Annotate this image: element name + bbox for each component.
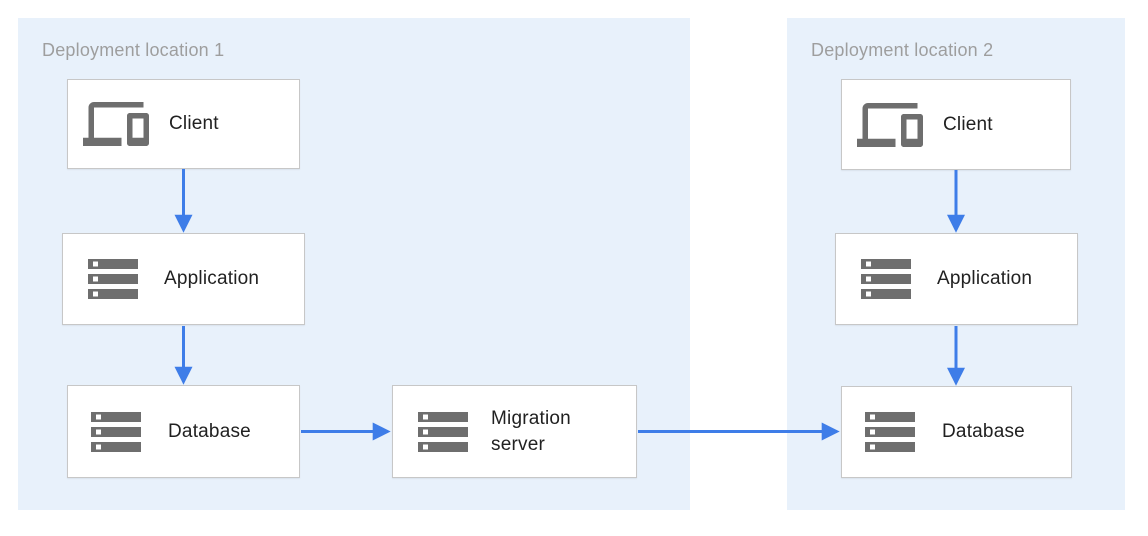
node-label: Migration server [491, 407, 571, 455]
node-migration-server: Migration server [392, 385, 637, 478]
server-stack-icon [856, 249, 916, 309]
server-stack-icon [86, 402, 146, 462]
node-client-loc2: Client [841, 79, 1071, 170]
node-label: Database [168, 420, 251, 442]
node-label: Database [942, 421, 1025, 442]
node-database-loc1: Database [67, 385, 300, 478]
node-application-loc1: Application [62, 233, 305, 325]
node-client-loc1: Client [67, 79, 300, 169]
server-stack-icon [413, 402, 473, 462]
server-stack-icon [860, 402, 920, 462]
panel-title: Deployment location 1 [42, 40, 225, 60]
node-label: Client [169, 113, 219, 134]
server-stack-icon [83, 249, 143, 309]
node-label: Application [937, 268, 1033, 289]
devices-icon [857, 92, 923, 158]
node-label: Application [164, 268, 260, 289]
devices-icon [83, 91, 149, 157]
panel-title: Deployment location 2 [811, 40, 994, 60]
node-database-loc2: Database [841, 386, 1072, 478]
node-application-loc2: Application [835, 233, 1078, 325]
node-label: Client [943, 113, 993, 135]
